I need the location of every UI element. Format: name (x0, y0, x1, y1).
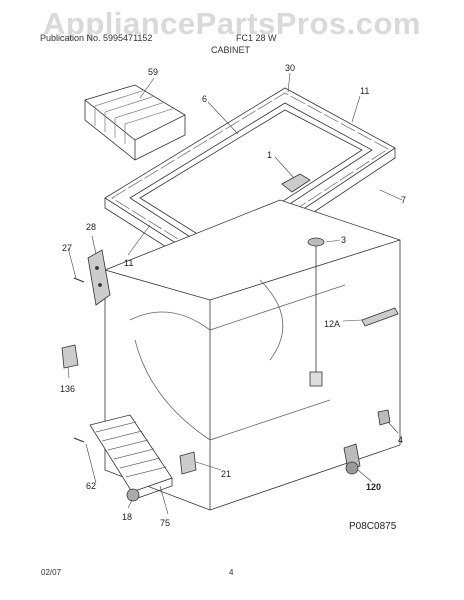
callout-75: 75 (160, 518, 170, 528)
publication-number: Publication No. 5995471152 (40, 33, 153, 43)
bumper (377, 409, 391, 426)
cabinet-body (104, 199, 401, 511)
callout-28: 28 (86, 222, 96, 232)
leveling-foot (126, 488, 140, 502)
cord-bracket (179, 451, 197, 475)
page-number: 4 (229, 568, 234, 577)
callout-136: 136 (60, 384, 75, 394)
callout-30: 30 (285, 63, 295, 73)
drain-plug (61, 344, 79, 369)
callout-21: 21 (221, 469, 231, 479)
callout-4: 4 (398, 435, 403, 445)
grille-screw (73, 437, 85, 443)
callout-27: 27 (62, 243, 72, 253)
callout-62: 62 (86, 481, 96, 491)
callout-12a: 12A (324, 319, 340, 329)
callout-120: 120 (366, 482, 381, 492)
callout-59: 59 (148, 67, 158, 77)
lid-handle (281, 173, 311, 193)
callout-7: 7 (401, 195, 406, 205)
screw (73, 277, 85, 283)
footer-date: 02/07 (41, 568, 62, 577)
watermark: AppliancePartsPros.com (43, 6, 421, 41)
model-number: FC1 28 W (236, 33, 277, 43)
hinge (87, 249, 111, 306)
callout-6: 6 (202, 94, 207, 104)
callout-1: 1 (267, 150, 272, 160)
figure-code: P08C0875 (349, 521, 397, 532)
callout-3: 3 (341, 235, 346, 245)
callout-11-top: 11 (360, 86, 369, 96)
callout-18: 18 (122, 512, 132, 522)
thermostat-knob (307, 237, 325, 247)
thermostat (309, 371, 323, 387)
callout-11-bottom: 11 (124, 258, 133, 268)
section-title: CABINET (211, 45, 251, 55)
label-plate (361, 307, 399, 327)
